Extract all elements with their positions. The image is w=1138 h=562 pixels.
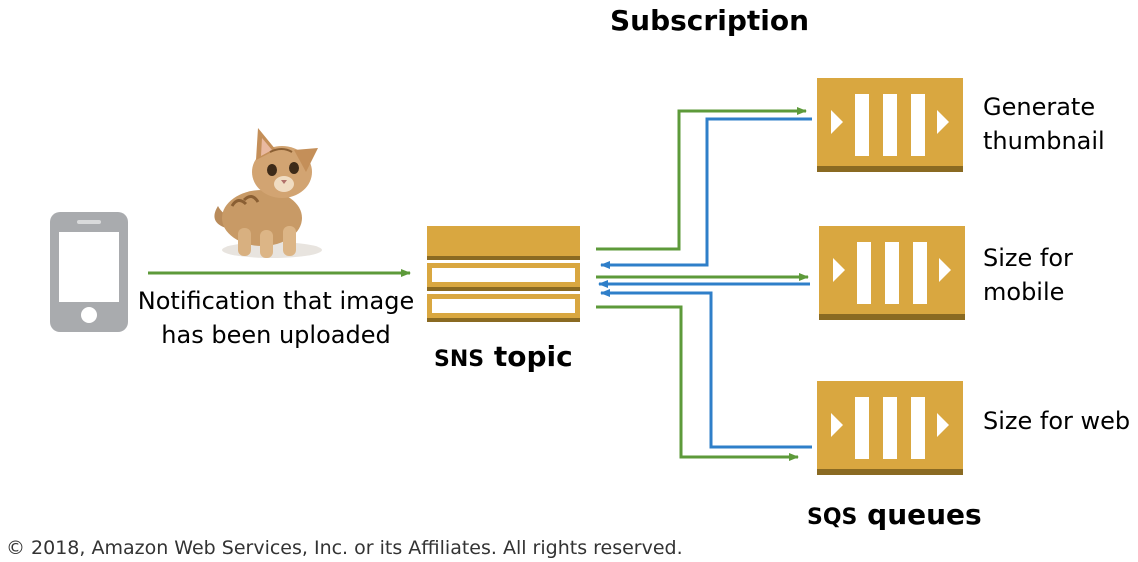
queue-label-size-for-mobile: Size for mobile <box>983 241 1073 309</box>
sqs-queues-label: SQS queues <box>807 498 982 531</box>
sns-topic-label-suffix: topic <box>493 340 573 373</box>
queue-label-line-1: Size for <box>983 244 1073 272</box>
sqs-queue-icon <box>819 226 965 320</box>
copyright-notice: © 2018, Amazon Web Services, Inc. or its… <box>6 537 683 559</box>
queue-label-line-2: mobile <box>983 278 1065 306</box>
pull-arrow-queue-1 <box>600 117 812 269</box>
subscription-arrows <box>596 107 812 461</box>
diagram-title: Subscription <box>610 4 810 37</box>
sqs-queues-label-prefix: SQS <box>807 505 858 530</box>
sqs-queues-label-suffix: queues <box>867 498 982 531</box>
queue-label-size-for-web: Size for web <box>983 404 1130 438</box>
publisher-caption: Notification that image has been uploade… <box>128 284 424 352</box>
publisher-caption-line-1: Notification that image <box>137 287 415 315</box>
push-arrow-queue-1 <box>596 107 807 251</box>
pull-arrow-queue-3 <box>600 289 812 449</box>
queue-label-line-1: Size for web <box>983 407 1131 435</box>
push-arrow-queue-3 <box>596 305 799 461</box>
sqs-queue-icon <box>817 381 963 475</box>
sqs-queue-icon <box>817 78 963 172</box>
publisher-caption-line-2: has been uploaded <box>161 321 391 349</box>
kitten-photo <box>214 128 322 258</box>
mobile-phone-icon <box>50 212 128 332</box>
queue-label-generate-thumbnail: Generate thumbnail <box>983 90 1105 158</box>
sns-topic-icon <box>427 226 580 322</box>
queue-label-line-2: thumbnail <box>983 127 1105 155</box>
sns-topic-label: SNS topic <box>434 340 573 373</box>
sns-topic-label-prefix: SNS <box>434 347 485 372</box>
queue-label-line-1: Generate <box>983 93 1096 121</box>
